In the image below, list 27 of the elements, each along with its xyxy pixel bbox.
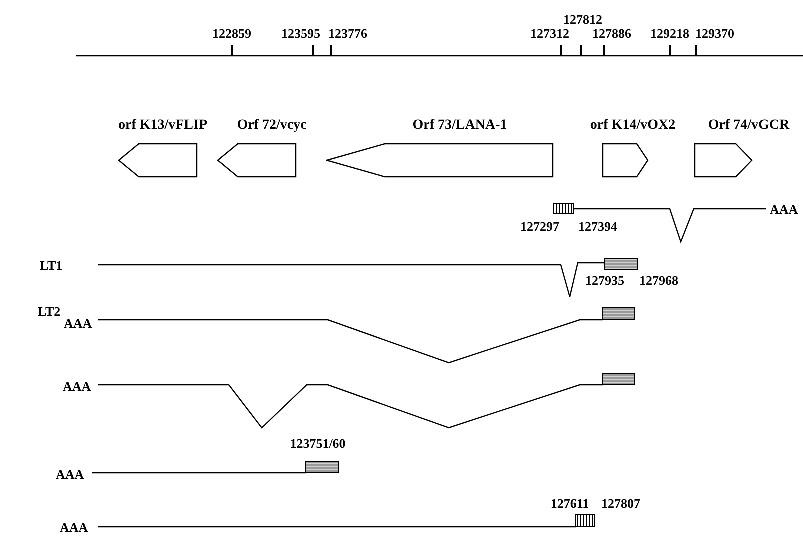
coordinate-label: 127935	[586, 273, 624, 288]
gene-label: orf K13/vFLIP	[118, 118, 208, 134]
coordinate-label: 123595	[282, 26, 320, 41]
gene-label: Orf 72/vcyc	[237, 118, 307, 134]
poly-a-label: AAA	[56, 467, 84, 482]
transcript-name: LT1	[40, 258, 63, 273]
poly-a-label: AAA	[64, 316, 92, 331]
coordinate-label: 123751/60	[290, 436, 346, 451]
transcript-name: LT2	[38, 304, 61, 319]
coordinate-label: 129370	[696, 26, 734, 41]
gene-label: Orf 74/vGCR	[708, 118, 790, 134]
poly-a-label: AAA	[63, 379, 92, 394]
coordinate-label: 127968	[640, 273, 678, 288]
gene-label: Orf 73/LANA-1	[412, 118, 508, 134]
coordinate-label: 122859	[212, 26, 252, 41]
coordinate-label: 127807	[602, 496, 640, 511]
coordinate-label: 127812	[564, 12, 602, 27]
coordinate-label: 123776	[328, 26, 368, 41]
gene-label: orf K14/vOX2	[590, 118, 676, 134]
coordinate-label: 129218	[650, 26, 690, 41]
coordinate-label: 127886	[592, 26, 632, 41]
coordinate-label: 127312	[530, 26, 570, 41]
poly-a-label: AAA	[770, 202, 798, 217]
coordinate-label: 127297	[520, 219, 560, 234]
coordinate-label: 127611	[550, 496, 590, 511]
coordinate-label: 127394	[578, 219, 618, 234]
poly-a-label: AAA	[60, 520, 88, 535]
